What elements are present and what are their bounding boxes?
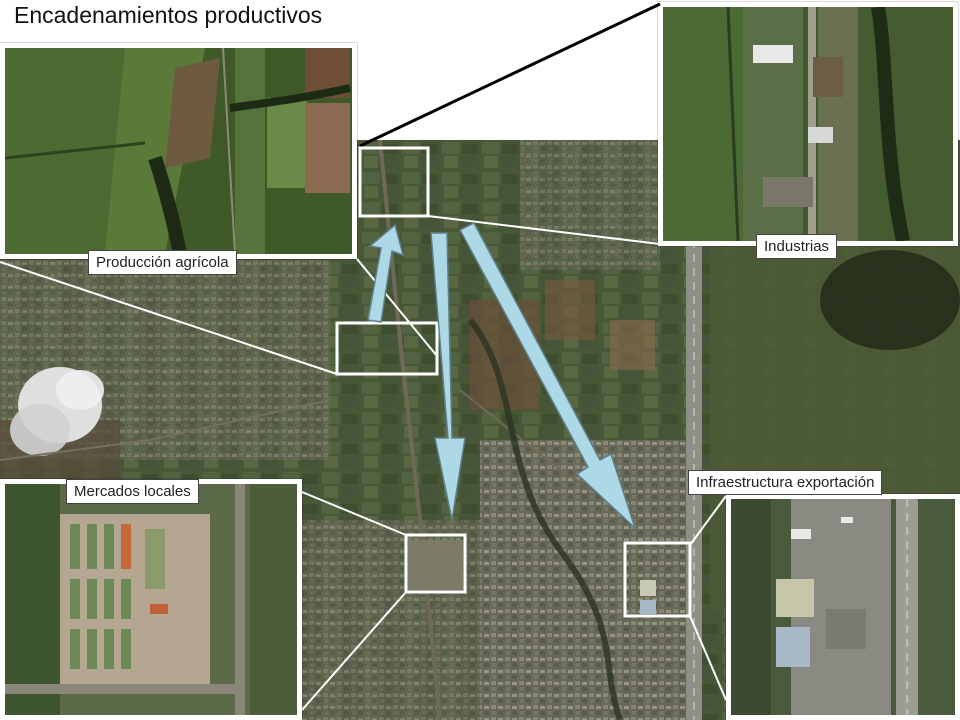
agricultural-fields-image: [5, 48, 352, 254]
inset-agricultural-production: [0, 43, 357, 259]
connector-industries-1: [359, 2, 661, 148]
inset-export-infrastructure: [726, 494, 960, 720]
label-local-markets: Mercados locales: [66, 479, 199, 504]
label-agricultural-production: Producción agrícola: [88, 250, 237, 275]
industrial-area-image: [663, 7, 953, 241]
label-industries: Industrias: [756, 234, 838, 259]
page-title: Encadenamientos productivos: [14, 2, 323, 28]
inset-industries: [658, 2, 958, 246]
inset-local-markets: [0, 479, 302, 720]
label-export-infrastructure: Infraestructura exportación: [688, 470, 883, 495]
airport-area-image: [731, 499, 955, 715]
market-area-image: [5, 484, 297, 715]
